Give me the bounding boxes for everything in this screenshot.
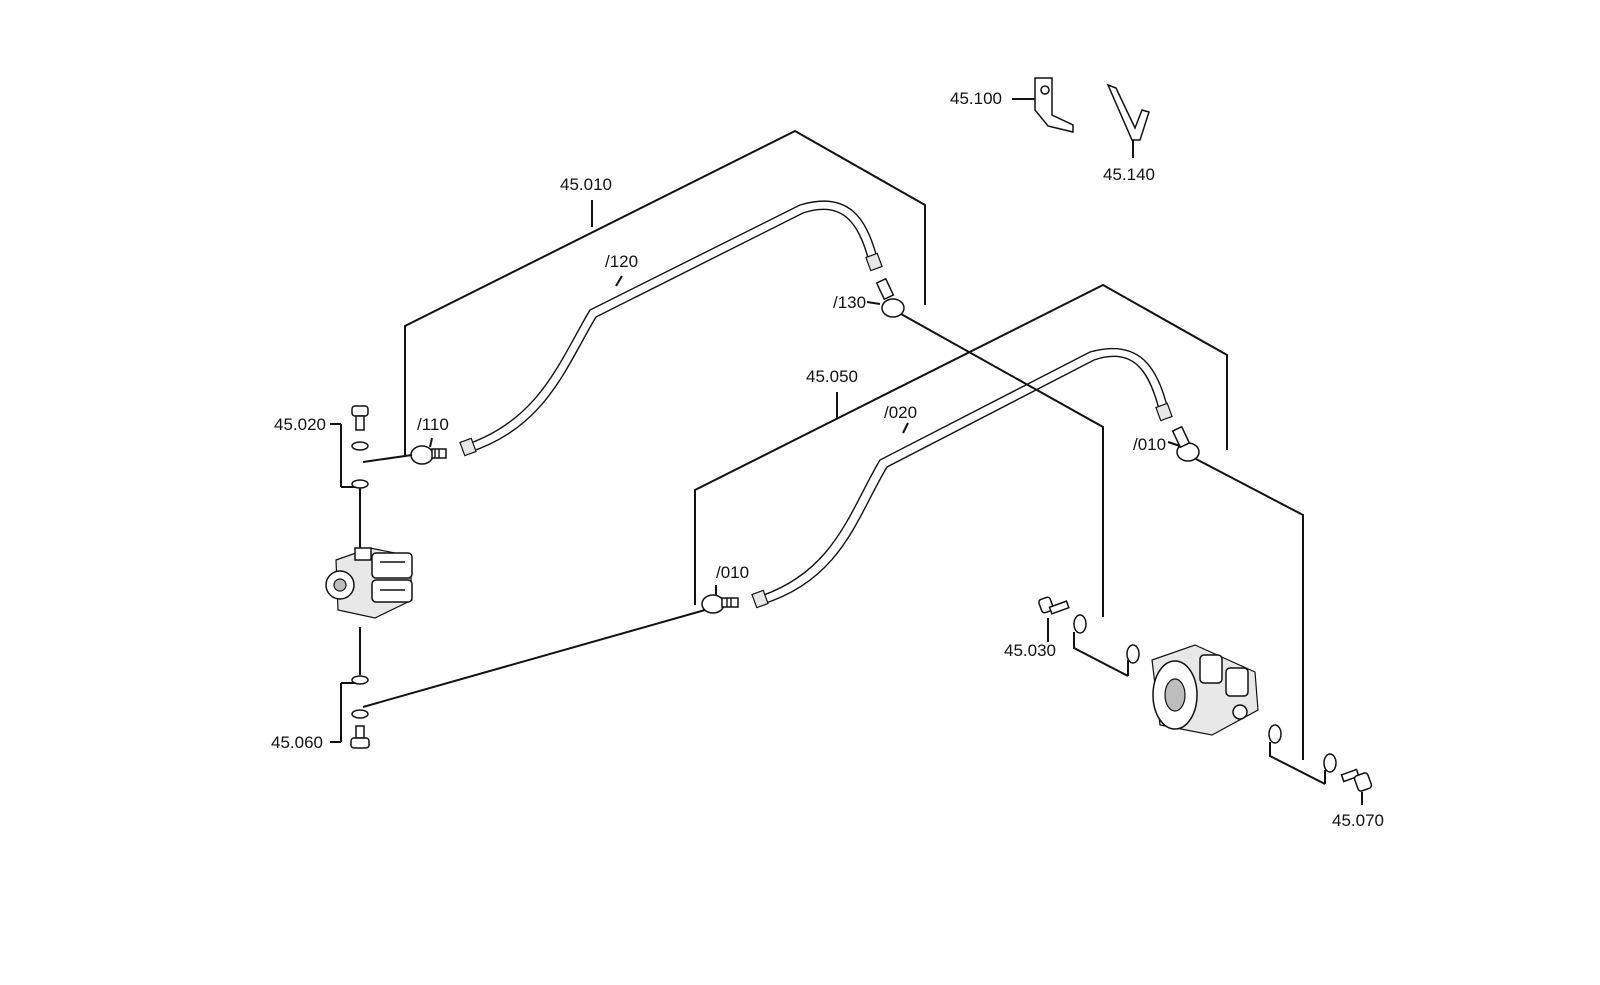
- label-45070: 45.070: [1332, 811, 1384, 830]
- banjo-bolt-45060: [340, 675, 370, 749]
- hydraulic-pump-right: [1151, 644, 1259, 736]
- label-sub-010-lower: /010: [716, 563, 749, 582]
- label-sub-010-upper: /010: [1133, 435, 1166, 454]
- bracket-45100: [1012, 77, 1074, 133]
- fitting-010-upper: [1171, 425, 1200, 462]
- assembly-45010-bracket: [404, 129, 926, 455]
- fitting-010-lower: [701, 594, 739, 614]
- assembly-45050-bracket: [694, 283, 1228, 605]
- hose-120: [459, 200, 883, 457]
- label-45030: 45.030: [1004, 641, 1056, 660]
- fitting-130: [875, 277, 905, 318]
- label-45020: 45.020: [274, 415, 326, 434]
- fitting-110: [410, 445, 447, 465]
- label-sub-120: /120: [605, 252, 638, 271]
- hydraulic-pump-left: [325, 547, 413, 619]
- hose-020: [751, 347, 1173, 609]
- label-sub-110: /110: [417, 415, 449, 434]
- label-sub-130: /130: [833, 293, 866, 312]
- label-sub-020: /020: [884, 403, 917, 422]
- connection-lines: [359, 313, 1304, 760]
- clamp-45140: [1106, 83, 1150, 158]
- label-45010: 45.010: [560, 175, 612, 194]
- banjo-bolt-45030: [1038, 596, 1140, 677]
- banjo-bolt-45020: [340, 405, 369, 489]
- label-45100: 45.100: [950, 89, 1002, 108]
- banjo-bolt-45070: [1268, 724, 1373, 805]
- label-ticks: [330, 275, 1181, 743]
- label-45050: 45.050: [806, 367, 858, 386]
- label-45060: 45.060: [271, 733, 323, 752]
- label-45140: 45.140: [1103, 165, 1155, 184]
